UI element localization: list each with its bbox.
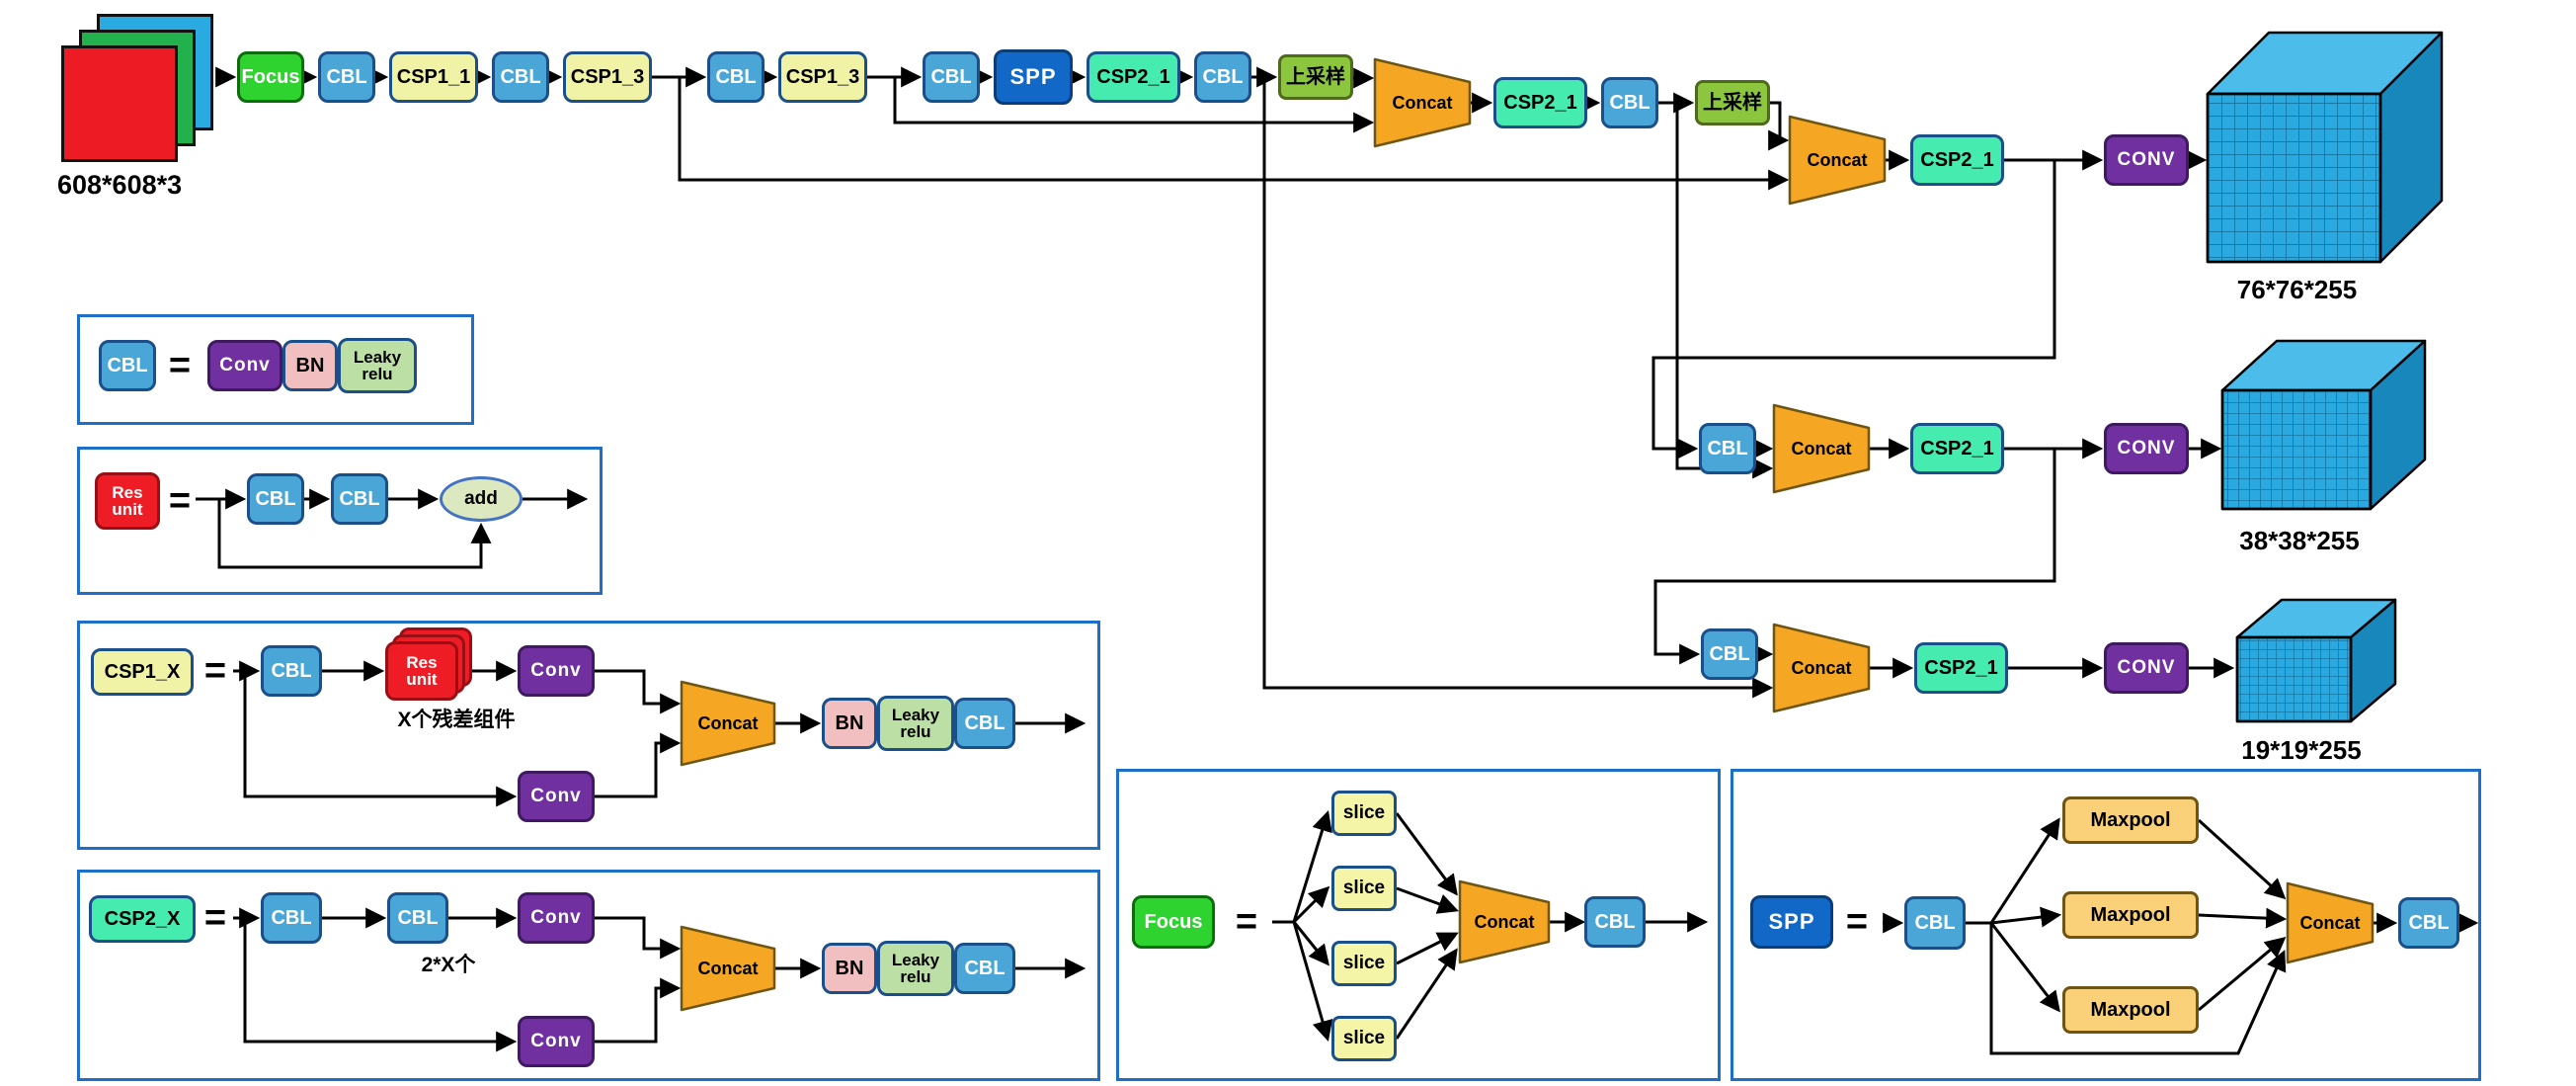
equals-sign: = <box>203 649 227 692</box>
cbl-node: CBL <box>954 943 1015 994</box>
cbl-node: CBL <box>1699 423 1756 474</box>
cbl-node: CBL <box>318 51 375 103</box>
res-unit-node: Res unit <box>95 472 160 530</box>
cbl-node: CBL <box>387 892 448 944</box>
two-x-label: 2*X个 <box>421 954 476 976</box>
csp2-1-node: CSP2_1 <box>1087 51 1180 103</box>
concat-node: Concat <box>697 958 759 978</box>
maxpool-node: Maxpool <box>2062 891 2199 939</box>
concat-node: Concat <box>1392 92 1453 113</box>
conv-node: Conv <box>518 645 595 697</box>
legend-focus-panel <box>1116 769 1721 1081</box>
csp1-x-node: CSP1_X <box>91 648 194 696</box>
legend-csp1-panel <box>77 621 1100 850</box>
res-unit-legend-arrows <box>196 488 589 569</box>
concat-node: Concat <box>1807 149 1868 170</box>
slice-node: slice <box>1331 866 1397 911</box>
slice-node: slice <box>1331 791 1397 836</box>
leaky-relu-node: Leaky relu <box>877 696 954 751</box>
csp2-x-node: CSP2_X <box>89 895 196 943</box>
maxpool-node: Maxpool <box>2062 986 2199 1034</box>
csp2-1-node: CSP2_1 <box>1910 134 2004 186</box>
leaky-relu-node: Leaky relu <box>338 338 417 393</box>
cbl-node: CBL <box>99 340 156 391</box>
slice-node: slice <box>1331 941 1397 986</box>
csp1-1-node: CSP1_1 <box>389 51 478 103</box>
output-19-label: 19*19*255 <box>2241 735 2362 765</box>
maxpool-node: Maxpool <box>2062 796 2199 844</box>
focus-node: Focus <box>237 51 304 103</box>
cbl-node: CBL <box>331 473 388 525</box>
conv-output-node: CONV <box>2104 134 2189 186</box>
focus-legend-arrows <box>1272 809 1709 1043</box>
output-76-label: 76*76*255 <box>2236 275 2358 304</box>
cbl-node: CBL <box>247 473 304 525</box>
csp1-3-node: CSP1_3 <box>563 51 652 103</box>
legend-spp-panel <box>1731 769 2481 1081</box>
equals-sign: = <box>1845 900 1869 943</box>
cbl-node: CBL <box>261 645 322 697</box>
input-size-label: 608*608*3 <box>57 170 183 200</box>
res-unit-node: Res unit <box>385 641 458 701</box>
spp-node: SPP <box>1750 895 1833 949</box>
cbl-node: CBL <box>1601 77 1658 128</box>
cbl-node: CBL <box>707 51 765 103</box>
bn-node: BN <box>822 943 877 994</box>
main-flow-arrows <box>215 66 2235 699</box>
conv-node: Conv <box>518 771 595 822</box>
bn-node: BN <box>822 698 877 749</box>
equals-sign: = <box>168 479 192 522</box>
csp2-1-node: CSP2_1 <box>1914 642 2008 694</box>
focus-node: Focus <box>1132 895 1215 949</box>
output-38-label: 38*38*255 <box>2239 526 2360 555</box>
csp1-3-node: CSP1_3 <box>778 51 867 103</box>
x-residual-units-label: X个残差组件 <box>397 709 516 731</box>
cbl-node: CBL <box>954 698 1015 749</box>
bn-node: BN <box>282 340 338 391</box>
conv-output-node: CONV <box>2104 423 2189 474</box>
input-image-layer-red <box>61 45 178 162</box>
concat-node: Concat <box>2299 912 2361 933</box>
equals-sign: = <box>168 344 192 386</box>
spp-node: SPP <box>994 49 1073 105</box>
legend-res-unit-panel <box>77 447 603 595</box>
upsample-node: 上采样 <box>1278 54 1353 100</box>
feature-map-cube-76 <box>2206 31 2444 264</box>
csp2-1-node: CSP2_1 <box>1910 423 2004 474</box>
slice-node: slice <box>1331 1016 1397 1061</box>
cbl-node: CBL <box>2398 897 2459 949</box>
conv-node: Conv <box>207 340 282 391</box>
concat-node: Concat <box>1791 657 1852 678</box>
concat-node: Concat <box>1474 911 1535 932</box>
upsample-node: 上采样 <box>1695 80 1770 125</box>
cbl-node: CBL <box>1194 51 1251 103</box>
leaky-relu-node: Leaky relu <box>877 941 954 996</box>
csp2-1-node: CSP2_1 <box>1493 77 1587 128</box>
legend-csp2-panel <box>77 870 1100 1081</box>
concat-node: Concat <box>697 712 759 733</box>
feature-map-cube-19 <box>2235 598 2397 723</box>
cbl-node: CBL <box>261 892 322 944</box>
conv-output-node: CONV <box>2104 642 2189 694</box>
concat-node: Concat <box>1791 438 1852 459</box>
feature-map-cube-38 <box>2220 339 2427 511</box>
equals-sign: = <box>203 896 227 939</box>
concat-shapes <box>680 57 2375 1012</box>
cbl-node: CBL <box>1904 896 1966 950</box>
csp2-legend-arrows <box>233 907 1087 1052</box>
cbl-node: CBL <box>923 51 980 103</box>
conv-node: Conv <box>518 892 595 944</box>
cbl-node: CBL <box>1701 628 1758 680</box>
add-node: add <box>440 476 523 522</box>
legend-cbl-panel <box>77 314 474 425</box>
conv-node: Conv <box>518 1016 595 1067</box>
cbl-node: CBL <box>1584 896 1646 948</box>
spp-legend-arrows <box>1883 817 2479 1055</box>
cbl-node: CBL <box>492 51 549 103</box>
equals-sign: = <box>1235 900 1258 943</box>
